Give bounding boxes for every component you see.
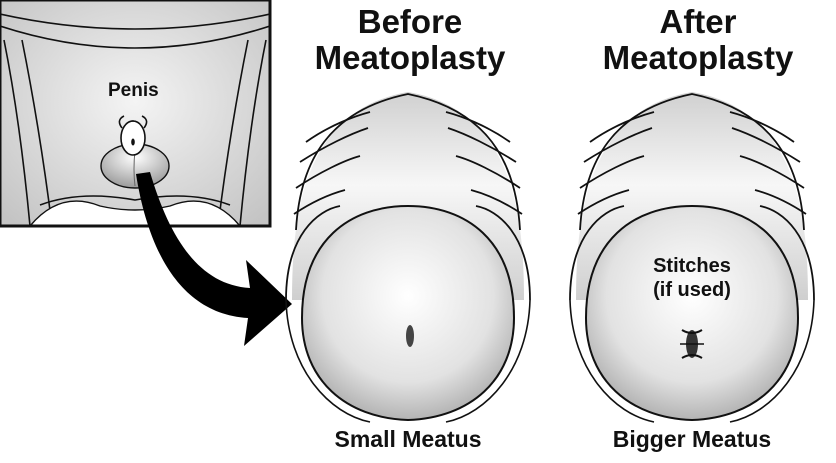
before-title-line1: Before [290, 4, 530, 40]
before-penis-illustration [286, 92, 530, 422]
after-caption: Bigger Meatus [562, 426, 822, 453]
stitches-note: Stitches (if used) [612, 254, 772, 302]
stitches-note-line1: Stitches [612, 254, 772, 278]
before-caption: Small Meatus [278, 426, 538, 453]
inset-penis-label: Penis [108, 80, 159, 102]
after-title: After Meatoplasty [578, 4, 818, 76]
before-title: Before Meatoplasty [290, 4, 530, 76]
meatus-slit-icon [406, 325, 414, 347]
inset-panel [0, 0, 270, 226]
before-title-line2: Meatoplasty [290, 40, 530, 76]
stitches-note-line2: (if used) [612, 278, 772, 302]
after-title-line2: Meatoplasty [578, 40, 818, 76]
after-title-line1: After [578, 4, 818, 40]
